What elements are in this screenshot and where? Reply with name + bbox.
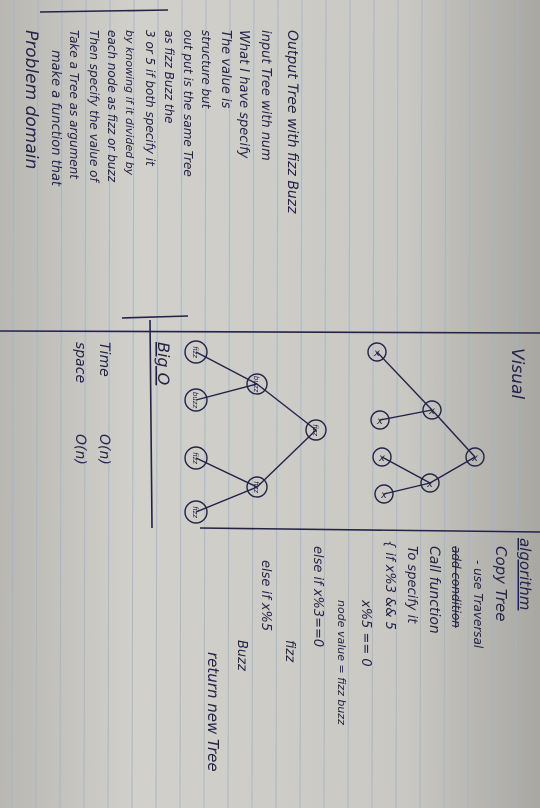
- algorithm-line: To specify it: [404, 546, 419, 624]
- tree-node-label: x: [373, 348, 380, 359]
- problem-line: The value is: [218, 30, 233, 109]
- problem-line: structure but: [199, 30, 213, 110]
- problem-line: input Tree with num: [258, 30, 273, 161]
- output-tree: [184, 340, 327, 524]
- algorithm-line: else if x%5: [258, 560, 273, 631]
- output-tree-labels: fizz buzz fizz fizz buzz fizz fizz: [191, 346, 319, 518]
- tree-node-label: fizz: [252, 481, 260, 493]
- problem-line: by knowing if it divided by: [123, 30, 136, 176]
- problem-line: What I have specify: [236, 30, 251, 159]
- algorithm-section: algorithm Copy Tree - use Traversal add …: [204, 538, 534, 772]
- algorithm-line: - use Traversal: [471, 560, 485, 649]
- problem-line: Output Tree with fizz Buzz: [284, 30, 300, 214]
- big-o-section: Big O Time O(n) space O(n): [72, 342, 173, 465]
- tree-node-label: x: [428, 406, 435, 417]
- algorithm-heading: algorithm: [516, 538, 534, 610]
- algorithm-line: else if x%3==0: [310, 546, 325, 647]
- tree-node-label: fizz: [191, 506, 199, 518]
- problem-line: out put is the same Tree: [181, 30, 195, 177]
- algorithm-line: node value = fizz buzz: [335, 600, 348, 725]
- tree-node-label: x: [378, 453, 385, 464]
- tree-node-label: buzz: [252, 376, 260, 393]
- problem-domain-heading: Problem domain: [21, 30, 41, 169]
- algorithm-line: fizz: [282, 640, 297, 663]
- algorithm-line: { if x%3 && 5: [382, 540, 397, 630]
- visual-heading: Visual: [507, 348, 527, 399]
- problem-line: make a function that: [48, 50, 63, 187]
- algorithm-line: Buzz: [234, 640, 249, 672]
- big-o-heading: Big O: [154, 342, 173, 385]
- algorithm-line: return new Tree: [204, 652, 222, 772]
- problem-domain-section: Problem domain make a function that Take…: [21, 30, 300, 214]
- tree-node-label: x: [380, 490, 387, 501]
- ruled-lines: [11, 0, 519, 808]
- tree-node-label: fizz: [191, 452, 199, 464]
- section-dividers: [0, 9, 540, 533]
- problem-line: 3 or 5 if both specify it: [143, 30, 157, 167]
- problem-line: Then specify the value of: [87, 30, 101, 184]
- input-tree: [367, 342, 485, 504]
- algorithm-line: Copy Tree: [492, 546, 510, 621]
- algorithm-line: x%5 == 0: [358, 599, 373, 667]
- problem-line: Take a Tree as argument: [67, 30, 81, 180]
- tree-node-label: x: [376, 416, 383, 427]
- space-value: O(n): [72, 434, 88, 465]
- time-value: O(n): [96, 434, 112, 465]
- problem-line: as fizz Buzz the: [162, 30, 176, 124]
- algorithm-line: Call function: [426, 546, 442, 634]
- tree-node-label: fizz: [311, 424, 319, 436]
- space-label: space: [72, 342, 88, 383]
- time-label: Time: [96, 342, 112, 377]
- tree-node-label: x: [426, 479, 433, 490]
- tree-node-label: fizz: [191, 346, 199, 358]
- visual-section: Visual x x x x x x x: [184, 340, 527, 524]
- input-tree-labels: x x x x x x x: [373, 348, 478, 501]
- tree-node-label: x: [471, 453, 478, 464]
- algorithm-line: add condition: [449, 546, 463, 628]
- tree-node-label: buzz: [191, 392, 199, 409]
- problem-line: each node as fizz or buzz: [105, 30, 119, 183]
